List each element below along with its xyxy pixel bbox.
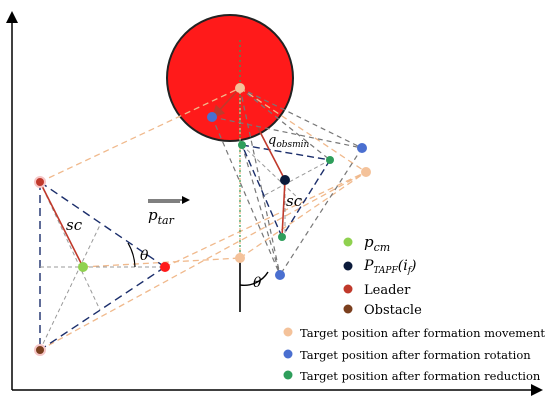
reduction-triangle: [241, 144, 331, 238]
moved-point-bottom: [235, 253, 245, 263]
points: [34, 83, 371, 356]
legend-movement-dot: [283, 327, 293, 337]
sc-label-left: sc: [66, 216, 83, 234]
left-bottom-point: [34, 344, 46, 356]
legend-obstacle-dot: [343, 304, 353, 314]
reduced-point-bottom: [278, 233, 286, 241]
ptar-label: ptar: [148, 206, 175, 227]
legend-leader-dot: [343, 284, 353, 294]
legend-reduction-dot: [283, 370, 293, 380]
leader-arrow: [211, 87, 241, 119]
theta-arc-bottom: [239, 271, 269, 287]
left-leader-point: [34, 176, 46, 188]
moved-point-right: [361, 167, 371, 177]
qobsmin-line: [257, 127, 286, 181]
reduced-point-right: [326, 156, 334, 164]
legend-obstacle-label: Obstacle: [364, 303, 422, 318]
left-formation: [39, 181, 166, 351]
rotation-guides: [211, 87, 363, 276]
legend-pcm-label: pcm: [364, 233, 390, 254]
left-right-point: [160, 262, 170, 272]
legend-leader-label: Leader: [364, 283, 411, 298]
legend-rotation-label: Target position after formation rotation: [300, 348, 531, 362]
legend-reduction-label: Target position after formation reductio…: [300, 369, 541, 383]
obstacle-circle: [166, 14, 294, 142]
reduced-point-top: [238, 141, 246, 149]
theta-label-bottom: θ: [253, 275, 262, 291]
rotated-point-right: [357, 143, 367, 153]
tapf-point: [280, 175, 290, 185]
legend-tapf-dot: [343, 261, 353, 271]
sc-line-left: [39, 181, 84, 268]
axes: [5, 11, 543, 396]
legend-pcm-dot: [343, 237, 353, 247]
rotated-point-bottom: [275, 270, 285, 280]
theta-label-left: θ: [140, 248, 149, 264]
sc-label-right: sc: [286, 192, 303, 210]
legend-movement-label: Target position after formation movement: [300, 326, 545, 340]
qobsmin-label: qobsmin: [268, 133, 310, 150]
legend-tapf-label: PTAPF(if): [363, 258, 417, 276]
moved-point-top: [235, 83, 245, 93]
legend: pcm PTAPF(if) Leader Obstacle Target pos…: [283, 233, 545, 383]
theta-bottom-group: [239, 258, 269, 312]
movement-guides: [39, 87, 367, 351]
sc-line-right: [281, 179, 286, 238]
left-centroid-point: [78, 262, 88, 272]
rotated-point-top: [207, 112, 217, 122]
theta-arc-left: [127, 242, 136, 268]
legend-rotation-dot: [283, 349, 293, 359]
